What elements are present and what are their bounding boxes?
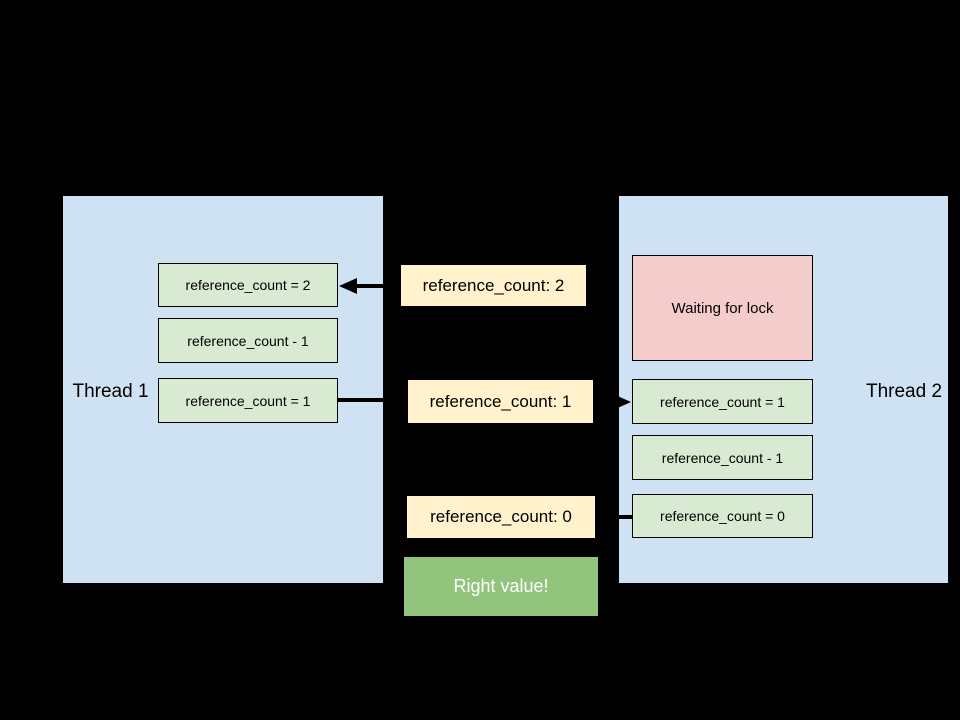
shared-value-box-2: reference_count: 1 — [408, 380, 593, 423]
thread1-label: Thread 1 — [72, 381, 149, 402]
waiting-for-lock-box: Waiting for lock — [632, 255, 813, 361]
thread1-step-box-2: reference_count - 1 — [158, 318, 338, 363]
thread2-step-box-2: reference_count - 1 — [632, 435, 813, 480]
right-value-box: Right value! — [404, 557, 598, 616]
thread2-label: Thread 2 — [865, 381, 943, 402]
shared-value-box-1: reference_count: 2 — [401, 265, 586, 306]
shared-value-box-3: reference_count: 0 — [407, 496, 595, 538]
thread2-step-box-3: reference_count = 0 — [632, 494, 813, 538]
thread1-step-box-3: reference_count = 1 — [158, 378, 338, 423]
thread1-step-box-1: reference_count = 2 — [158, 263, 338, 307]
thread2-step-box-1: reference_count = 1 — [632, 379, 813, 424]
